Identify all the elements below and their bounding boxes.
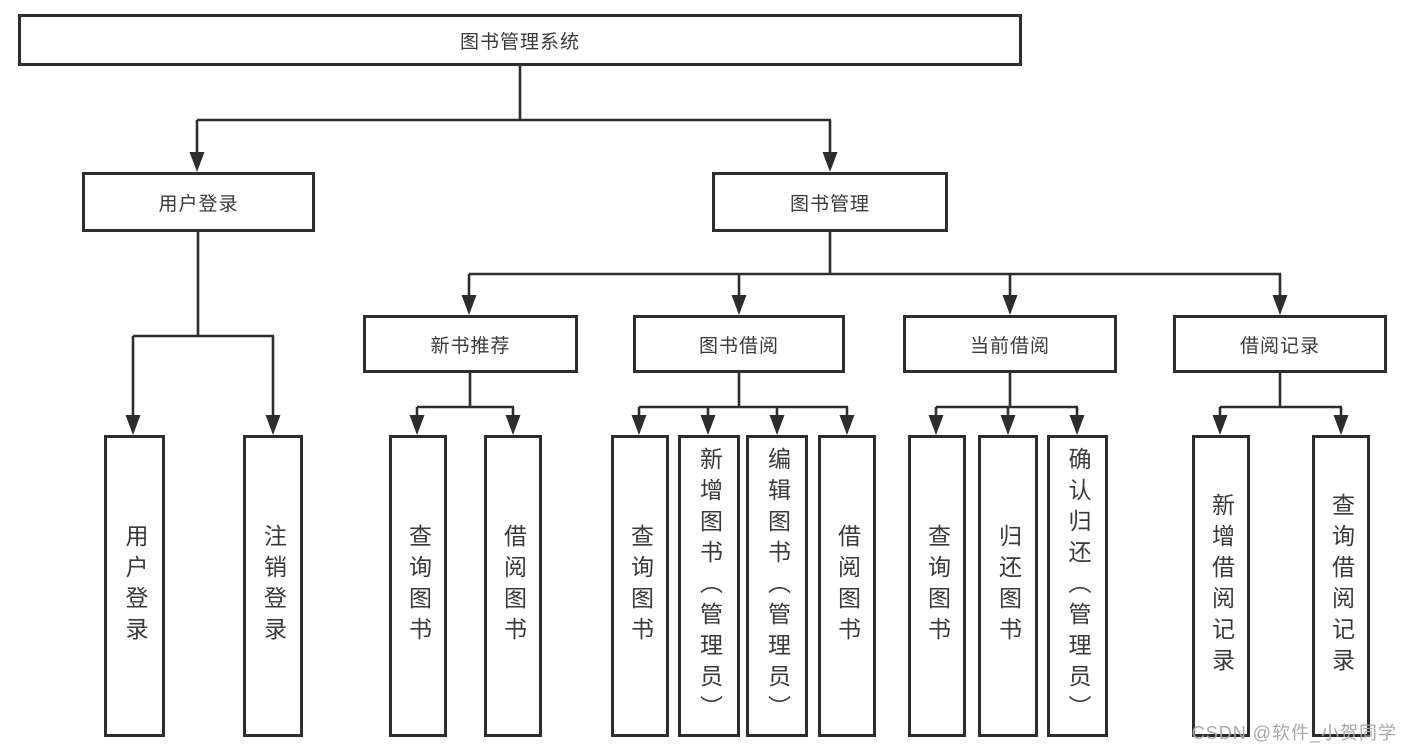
arrowhead [1000,415,1016,435]
arrowhead [1212,415,1228,435]
leaf-query-books-current: 查询图书 [908,435,966,737]
leaf-add-borrow-record: 新增借阅记录 [1192,435,1250,737]
node-label: 确认归还（管理员） [1065,446,1091,726]
node-label: 图书管理 [789,193,870,215]
leaf-logout: 注销登录 [243,435,303,737]
node-label: 用户登录 [158,193,239,215]
node-label: 新增图书（管理员） [696,446,723,726]
arrowhead [1002,295,1018,315]
arrowhead [265,415,281,435]
node-borrowing-records: 借阅记录 [1173,315,1387,373]
leaf-user-login: 用户登录 [104,435,165,737]
arrowhead [631,415,647,435]
node-user-login: 用户登录 [82,172,315,232]
arrowhead [731,295,747,315]
arrowhead [461,295,477,315]
arrowhead [822,152,838,172]
arrowhead [1272,295,1288,315]
leaf-query-books-borrowing: 查询图书 [611,435,669,737]
leaf-add-books-admin: 新增图书（管理员） [678,435,740,737]
node-label: 新书推荐 [430,335,511,357]
node-label: 归还图书 [995,524,1022,648]
arrowhead [189,152,205,172]
node-current-borrowing: 当前借阅 [903,315,1117,373]
arrowhead [1333,415,1349,435]
arrowhead [769,415,785,435]
node-label: 新增借阅记录 [1208,493,1235,679]
leaf-confirm-return-admin: 确认归还（管理员） [1047,435,1108,737]
csdn-watermark: CSDN @软件_小贺同学 [1191,723,1397,743]
leaf-return-books: 归还图书 [978,435,1038,737]
node-root-system: 图书管理系统 [18,14,1022,66]
arrowhead [839,415,855,435]
node-label: 借阅图书 [500,524,527,648]
leaf-query-borrow-record: 查询借阅记录 [1312,435,1370,737]
leaf-borrow-books-recommend: 借阅图书 [484,435,542,737]
node-new-book-recommend: 新书推荐 [363,315,578,373]
node-label: 图书管理系统 [459,31,580,53]
arrowhead [125,415,141,435]
arrowhead [700,415,716,435]
leaf-edit-books-admin: 编辑图书（管理员） [746,435,808,737]
arrowhead [505,415,521,435]
node-book-management: 图书管理 [712,172,948,232]
node-label: 查询图书 [405,524,432,648]
node-label: 查询图书 [627,524,654,648]
arrowhead [409,415,425,435]
arrowhead [928,415,944,435]
arrowhead [1069,415,1085,435]
node-label: 用户登录 [122,524,148,648]
node-label: 查询图书 [924,524,951,648]
node-label: 查询借阅记录 [1328,493,1355,679]
leaf-borrow-books: 借阅图书 [818,435,876,737]
node-label: 借阅记录 [1239,335,1320,357]
leaf-query-books-recommend: 查询图书 [389,435,447,737]
node-label: 图书借阅 [698,335,779,357]
node-book-borrowing: 图书借阅 [633,315,845,373]
node-label: 借阅图书 [834,524,861,648]
node-label: 注销登录 [260,524,287,648]
node-label: 当前借阅 [969,335,1050,357]
node-label: 编辑图书（管理员） [764,446,791,726]
